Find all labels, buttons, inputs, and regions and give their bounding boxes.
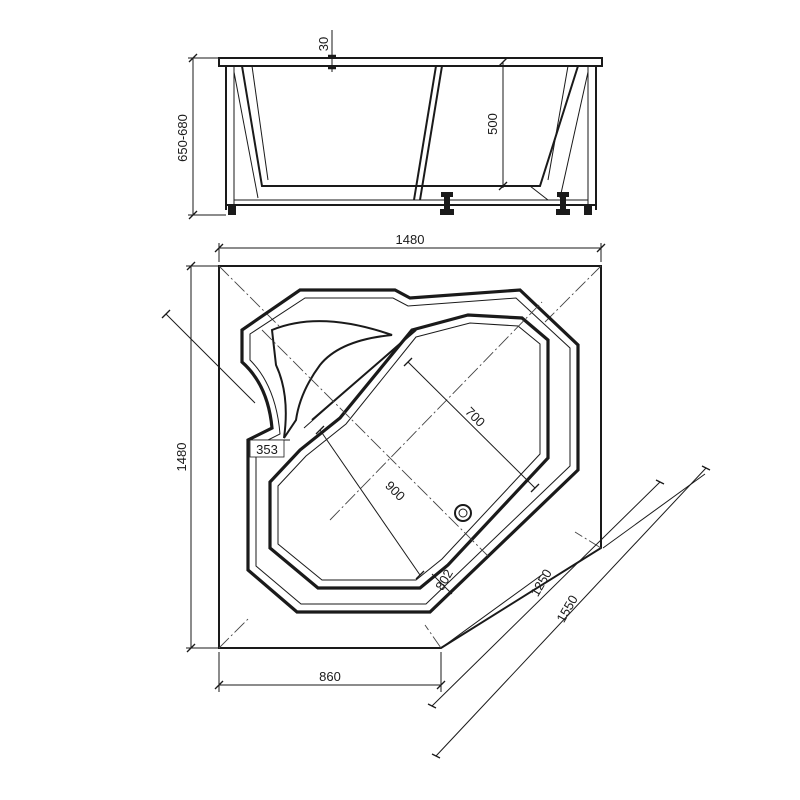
side-length-label: 860 bbox=[319, 669, 341, 684]
plan-view: 700 900 353 802 bbox=[218, 265, 602, 649]
height-range-label: 650-680 bbox=[175, 114, 190, 162]
depth-dimension: 1480 bbox=[174, 261, 219, 653]
side-view: 30 650-680 500 bbox=[175, 30, 603, 220]
overall-width-label: 1480 bbox=[396, 232, 425, 247]
tub-shell bbox=[241, 65, 579, 187]
inner-width-label: 900 bbox=[382, 478, 408, 504]
tub-outer-contour bbox=[240, 288, 580, 614]
headrest bbox=[270, 320, 393, 439]
width-dimension: 1480 bbox=[214, 232, 606, 262]
seat-width-label: 353 bbox=[256, 442, 278, 457]
drain-icon bbox=[454, 504, 472, 522]
outer-rim bbox=[218, 265, 602, 649]
inner-depth-label: 500 bbox=[485, 113, 500, 135]
tub-rim bbox=[218, 57, 603, 67]
feet bbox=[228, 192, 592, 215]
side-dimension: 860 bbox=[214, 652, 446, 692]
inner-basin bbox=[268, 313, 550, 590]
inner-length-label: 700 bbox=[462, 404, 488, 430]
diagonal-inner-label: 1250 bbox=[527, 566, 554, 599]
diagonal-outer-label: 1550 bbox=[553, 592, 580, 625]
rim-thickness-label: 30 bbox=[316, 37, 331, 51]
overall-depth-label: 1480 bbox=[174, 443, 189, 472]
